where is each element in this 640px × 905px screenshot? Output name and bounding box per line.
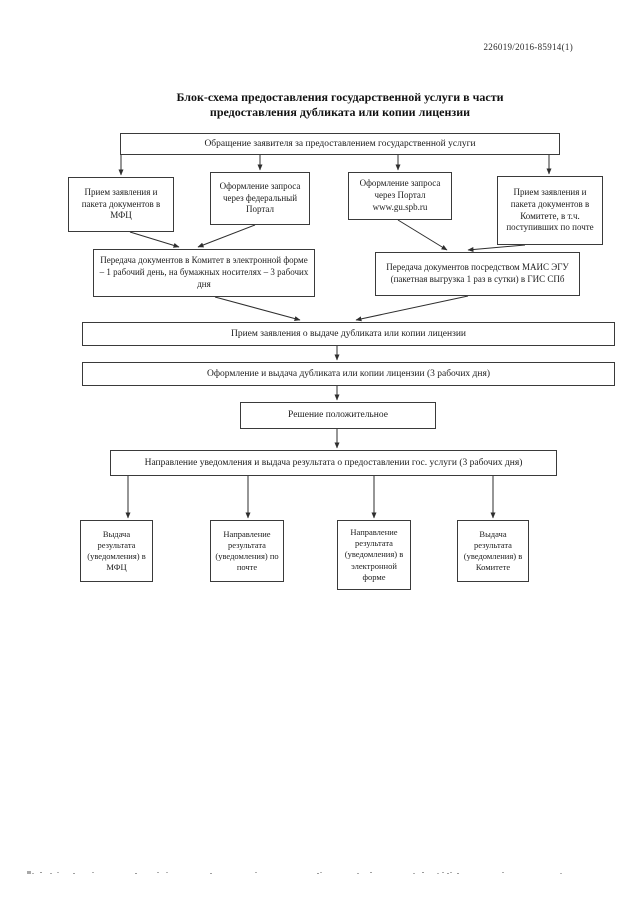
flow-node-notify: Направление уведомления и выдача результ…: [110, 450, 557, 476]
flow-node-result-mail: Направление результата (уведомления) по …: [210, 520, 284, 582]
flow-node-result-committee: Выдача результата (уведомления) в Комите…: [457, 520, 529, 582]
flow-node-appeal: Обращение заявителя за предоставлением г…: [120, 133, 560, 155]
flow-node-result-electronic: Направление результата (уведомления) в э…: [337, 520, 411, 590]
flow-node-positive-decision: Решение положительное: [240, 402, 436, 429]
flow-node-committee-intake: Прием заявления и пакета документов в Ко…: [497, 176, 603, 245]
flow-node-application-accept: Прием заявления о выдаче дубликата или к…: [82, 322, 615, 346]
flow-node-mfc-intake: Прием заявления и пакета документов в МФ…: [68, 177, 174, 232]
flow-node-result-mfc: Выдача результата (уведомления) в МФЦ: [80, 520, 153, 582]
flow-node-transfer-committee: Передача документов в Комитет в электрон…: [93, 249, 315, 297]
document-number: 226019/2016-85914(1): [483, 42, 573, 52]
flow-node-federal-portal: Оформление запроса через федеральный Пор…: [210, 172, 310, 225]
flow-node-transfer-mais: Передача документов посредством МАИС ЭГУ…: [375, 252, 580, 296]
flow-node-spb-portal: Оформление запроса через Портал www.gu.s…: [348, 172, 452, 220]
scanner-noise-line: [20, 872, 22, 873]
page-title-line1: Блок-схема предоставления государственно…: [176, 90, 504, 104]
page-title-line2: предоставления дубликата или копии лицен…: [209, 105, 471, 119]
page-title: Блок-схема предоставления государственно…: [100, 90, 580, 120]
flow-node-issue: Оформление и выдача дубликата или копии …: [82, 362, 615, 386]
